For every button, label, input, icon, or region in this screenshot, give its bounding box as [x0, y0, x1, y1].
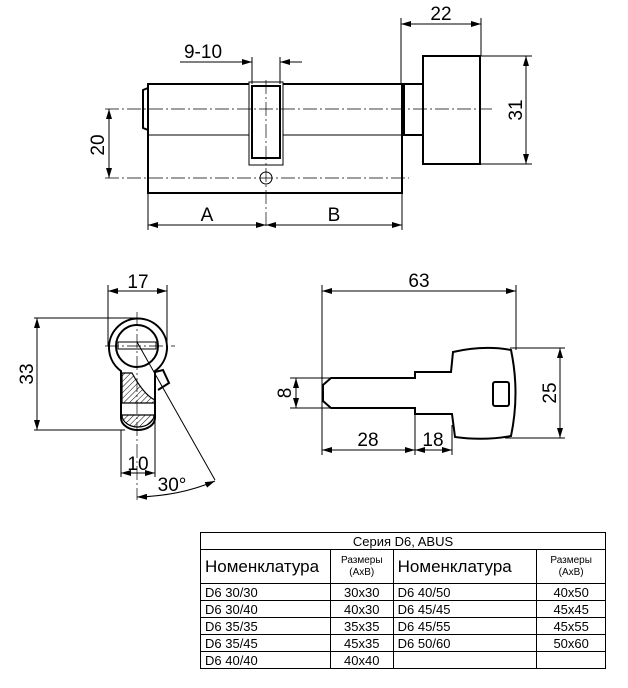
- size-table: Серия D6, ABUS Номенклатура Размеры(AxB)…: [200, 532, 606, 669]
- cylinder-profile-view: 17 33 10 30°: [17, 272, 216, 500]
- cell-name: D6 45/55: [392, 617, 538, 635]
- cell-size: 45x35: [329, 634, 394, 652]
- dim-knob-height: 31: [506, 99, 527, 120]
- header-size-line2: (AxB): [558, 566, 584, 578]
- cell-size: 40x50: [536, 583, 606, 601]
- dim-b: B: [328, 205, 341, 226]
- cell-name: D6 40/40: [200, 651, 331, 669]
- header-size-line2: (AxB): [349, 566, 375, 578]
- dim-blade-length: 28: [357, 430, 378, 451]
- header-size-2: Размеры(AxB): [536, 549, 606, 584]
- dim-slot: 9-10: [184, 42, 222, 63]
- dim-key-blade-height: 8: [275, 388, 296, 399]
- dim-key-head-height: 25: [540, 382, 561, 403]
- cell-size: 35x35: [329, 617, 394, 635]
- cell-size: 40x40: [329, 651, 394, 669]
- dim-knob-width: 22: [430, 4, 451, 25]
- cam: [154, 368, 171, 391]
- dim-a: A: [201, 205, 214, 226]
- fixing-screw-hole: [259, 171, 273, 185]
- cell-empty: [392, 651, 538, 669]
- cell-size: 45x55: [536, 617, 606, 635]
- cell-name: D6 35/35: [200, 617, 331, 635]
- cell-size: 30x30: [329, 583, 394, 601]
- cell-name: D6 50/60: [392, 634, 538, 652]
- knob-neck: [401, 83, 424, 136]
- dim-profile-height: 33: [17, 363, 38, 384]
- dim-profile-width: 17: [127, 272, 148, 293]
- key-outline: [322, 346, 517, 440]
- thumb-knob: [422, 55, 481, 165]
- dim-bottom-width: 10: [127, 454, 148, 475]
- cell-size: 40x30: [329, 600, 394, 618]
- table-title: Серия D6, ABUS: [200, 532, 606, 550]
- cell-empty: [536, 651, 606, 669]
- dim-shoulder: 18: [422, 430, 443, 451]
- key-view: 63 25 8 28 18: [275, 271, 565, 455]
- cell-name: D6 35/45: [200, 634, 331, 652]
- cell-name: D6 30/30: [200, 583, 331, 601]
- cell-name: D6 40/50: [392, 583, 538, 601]
- dim-key-length: 63: [408, 271, 429, 292]
- header-name: Номенклатура: [200, 549, 331, 584]
- header-size: Размеры(AxB): [329, 549, 394, 584]
- cell-name: D6 45/45: [392, 600, 538, 618]
- cell-name: D6 30/40: [200, 600, 331, 618]
- cylinder-side-view: 22 31 9-10 20 A B: [88, 4, 532, 230]
- cell-size: 45x45: [536, 600, 606, 618]
- header-size-line1: Размеры: [550, 554, 592, 566]
- cell-size: 50x60: [536, 634, 606, 652]
- header-name-2: Номенклатура: [392, 549, 538, 584]
- key-head-mark: [492, 381, 510, 407]
- header-size-line1: Размеры: [340, 554, 383, 566]
- dim-angle: 30°: [158, 475, 187, 496]
- dim-offset: 20: [88, 134, 109, 155]
